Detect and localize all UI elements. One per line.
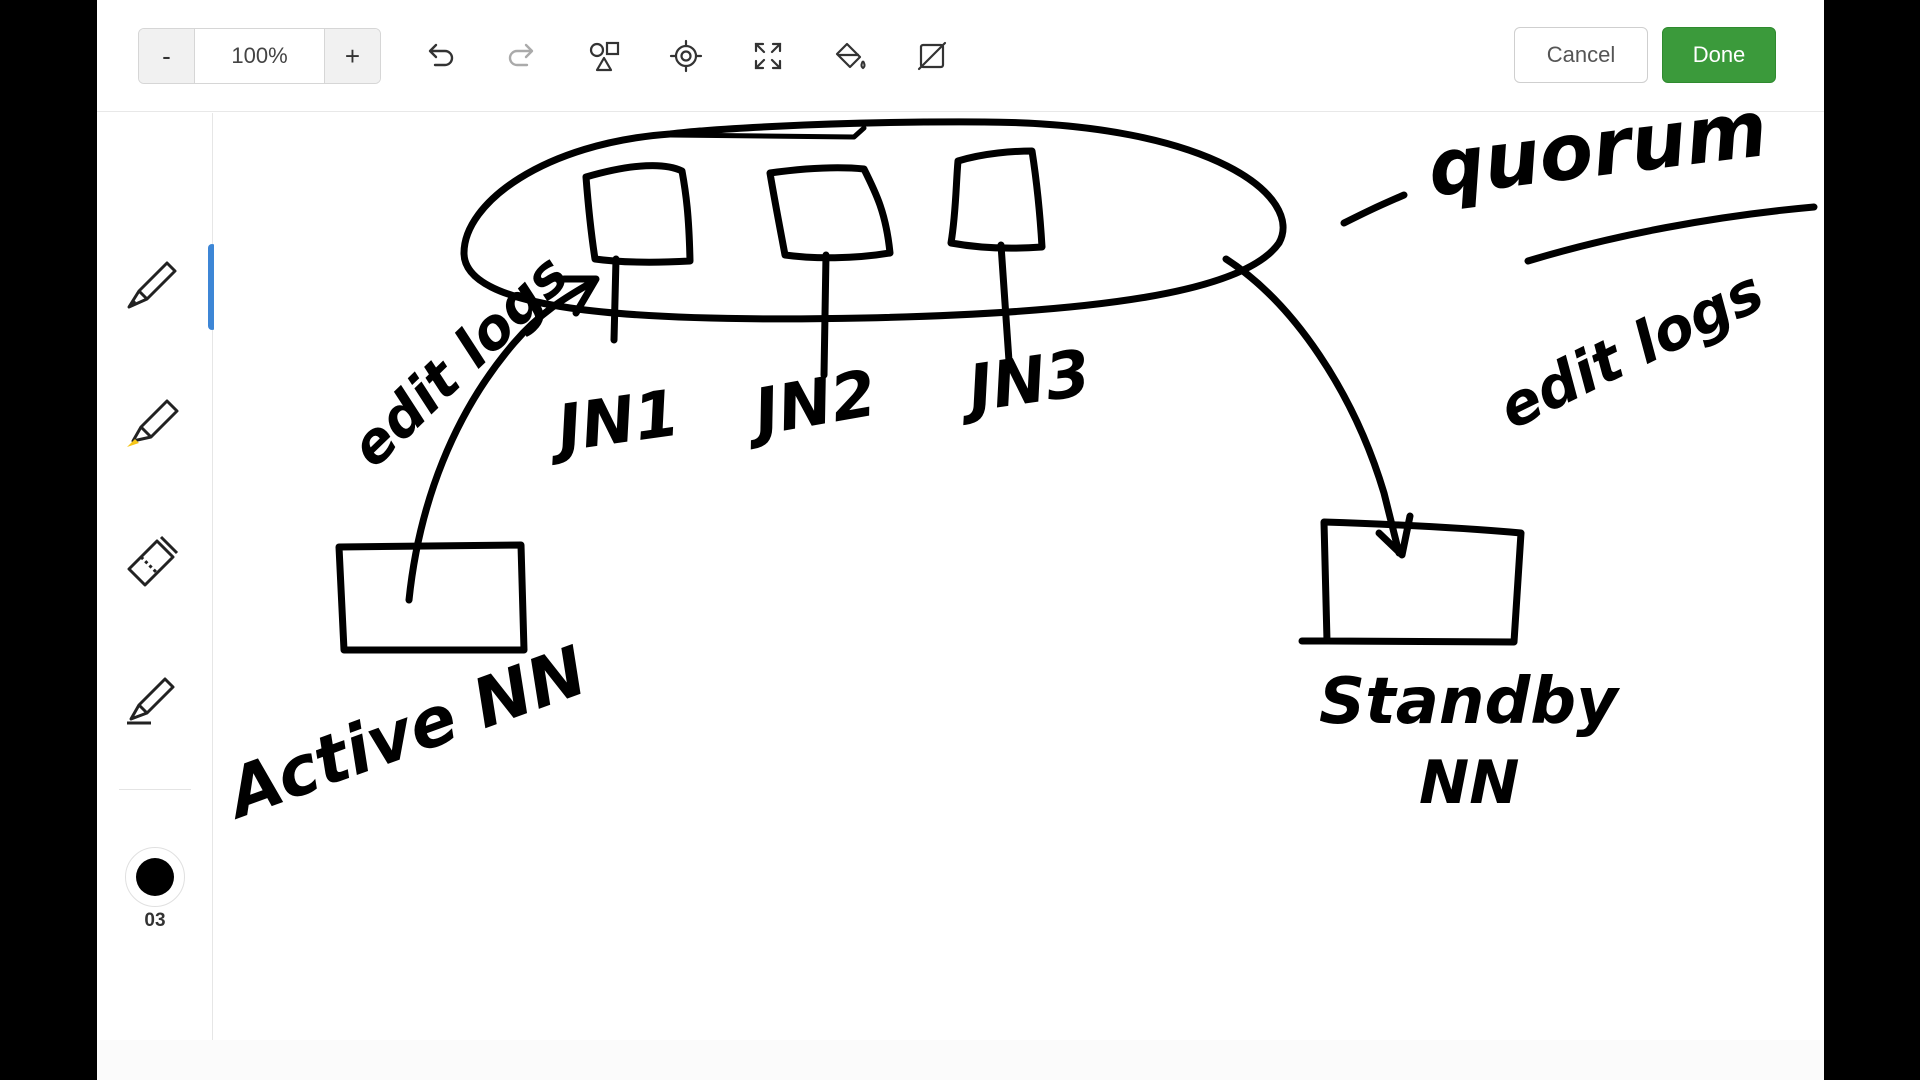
quorum-oval: [460, 118, 1287, 323]
toolbar: - 100% + Cancel Done: [97, 0, 1824, 112]
fill-bucket-icon[interactable]: [828, 34, 872, 78]
tool-panel: 03: [97, 113, 216, 1080]
jn1-label: JN1: [542, 377, 684, 469]
stroke-color-picker[interactable]: [125, 847, 185, 907]
zoom-control: - 100% +: [138, 28, 381, 84]
highlighter-tool[interactable]: [117, 387, 187, 457]
pen-tool[interactable]: [117, 249, 187, 319]
standby-label: Standby: [1319, 665, 1620, 739]
sketch-layer: quorum JN1 JN2 JN3 edit logs edit logs A…: [214, 113, 1818, 836]
redo-icon[interactable]: [500, 34, 544, 78]
right-arrow: [1222, 255, 1403, 557]
clear-canvas-icon[interactable]: [910, 34, 954, 78]
done-button[interactable]: Done: [1662, 27, 1776, 83]
cancel-button[interactable]: Cancel: [1514, 27, 1648, 83]
panel-divider: [119, 789, 191, 790]
drawing-editor: - 100% + Cancel Done: [97, 0, 1824, 1080]
standby-nn-label: NN: [1419, 748, 1519, 818]
locate-icon[interactable]: [664, 34, 708, 78]
jn2-box: [766, 164, 894, 262]
jn2-label: JN2: [738, 357, 882, 453]
pen-icon: [127, 261, 177, 309]
jn1-line: [610, 255, 620, 344]
active-nn-label: Active NN: [214, 632, 597, 836]
stroke-size-label[interactable]: 03: [144, 910, 166, 931]
highlighter-icon: [127, 399, 179, 447]
drawing-canvas[interactable]: quorum JN1 JN2 JN3 edit logs edit logs A…: [214, 113, 1824, 1080]
undo-icon[interactable]: [418, 34, 462, 78]
jn3-label: JN3: [953, 337, 1095, 429]
zoom-out-button[interactable]: -: [139, 29, 194, 83]
jn3-line: [997, 241, 1013, 365]
zoom-level[interactable]: 100%: [194, 29, 325, 83]
left-arrow: [405, 277, 598, 604]
zoom-in-button[interactable]: +: [325, 29, 380, 83]
shapes-icon[interactable]: [582, 34, 626, 78]
quorum-underline: [1524, 203, 1818, 265]
standby-nn-box: [1320, 518, 1525, 646]
edit-logs-left-label: edit logs: [339, 243, 582, 481]
active-tool-indicator: [208, 244, 216, 330]
bottom-strip: [97, 1040, 1824, 1080]
jn3-box: [947, 147, 1046, 252]
fullscreen-icon[interactable]: [746, 34, 790, 78]
jn2-line: [820, 251, 830, 379]
oval-top-edge: [667, 125, 867, 140]
eraser-icon: [127, 535, 179, 587]
quorum-label: quorum: [1423, 113, 1772, 215]
active-nn-box: [335, 541, 528, 654]
right-arrow-head: [1375, 512, 1414, 559]
eraser-tool[interactable]: [117, 525, 187, 595]
stroke-color-dot: [136, 858, 174, 896]
marker-tool[interactable]: [117, 663, 187, 733]
edit-logs-right-label: edit logs: [1488, 257, 1773, 443]
marker-icon: [127, 677, 175, 725]
left-arrow-head: [560, 275, 600, 317]
jn1-box: [582, 162, 694, 266]
quorum-tick: [1340, 191, 1408, 227]
